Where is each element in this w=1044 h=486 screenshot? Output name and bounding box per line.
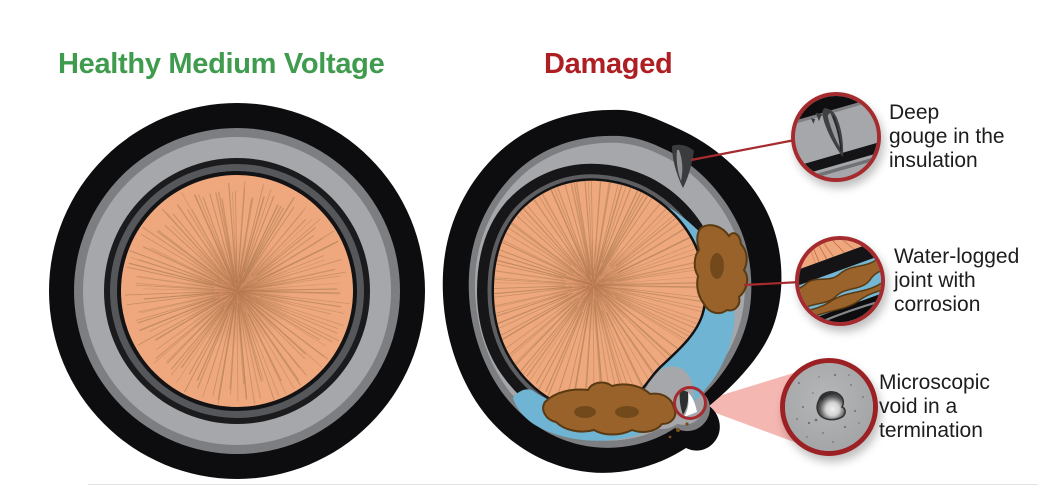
callout-circle-gouge — [791, 92, 881, 182]
gouge-mark — [672, 144, 694, 188]
label-line: void in a — [879, 395, 958, 418]
callout-label-water: Water-logged joint with corrosion — [894, 245, 1019, 317]
label-line: termination — [879, 419, 983, 442]
speckles — [796, 373, 864, 443]
magnified-gouge-notch — [822, 108, 844, 157]
magnified-water-joint — [799, 240, 881, 322]
label-line: Deep — [889, 101, 940, 124]
callout-label-gouge: Deep gouge in the insulation — [889, 101, 1005, 173]
void-wedge — [684, 391, 697, 417]
healthy-title: Healthy Medium Voltage — [58, 48, 385, 80]
label-line: Microscopic — [879, 371, 990, 394]
callout-line-gouge — [690, 137, 801, 162]
magnified-void — [785, 363, 873, 451]
callout-line-water — [743, 280, 802, 287]
callout-circle-void — [780, 358, 878, 456]
corrosion-patch-bottom — [542, 381, 689, 439]
healthy-cable — [49, 103, 425, 479]
damaged-title: Damaged — [544, 48, 673, 80]
magnified-void-pit — [816, 391, 846, 421]
bottom-divider — [88, 484, 1038, 485]
label-line: insulation — [889, 149, 978, 172]
label-line: joint with — [894, 269, 976, 292]
label-line: Water-logged — [894, 245, 1020, 268]
magnified-gouge — [795, 96, 877, 178]
label-line: corrosion — [894, 293, 981, 316]
void-marker-circle — [673, 386, 707, 420]
damaged-cable — [442, 109, 782, 473]
corrosion-patch-right — [693, 224, 749, 315]
callout-circle-water — [795, 236, 885, 326]
callout-label-void: Microscopic void in a termination — [879, 371, 990, 443]
label-line: gouge in the — [889, 125, 1005, 148]
